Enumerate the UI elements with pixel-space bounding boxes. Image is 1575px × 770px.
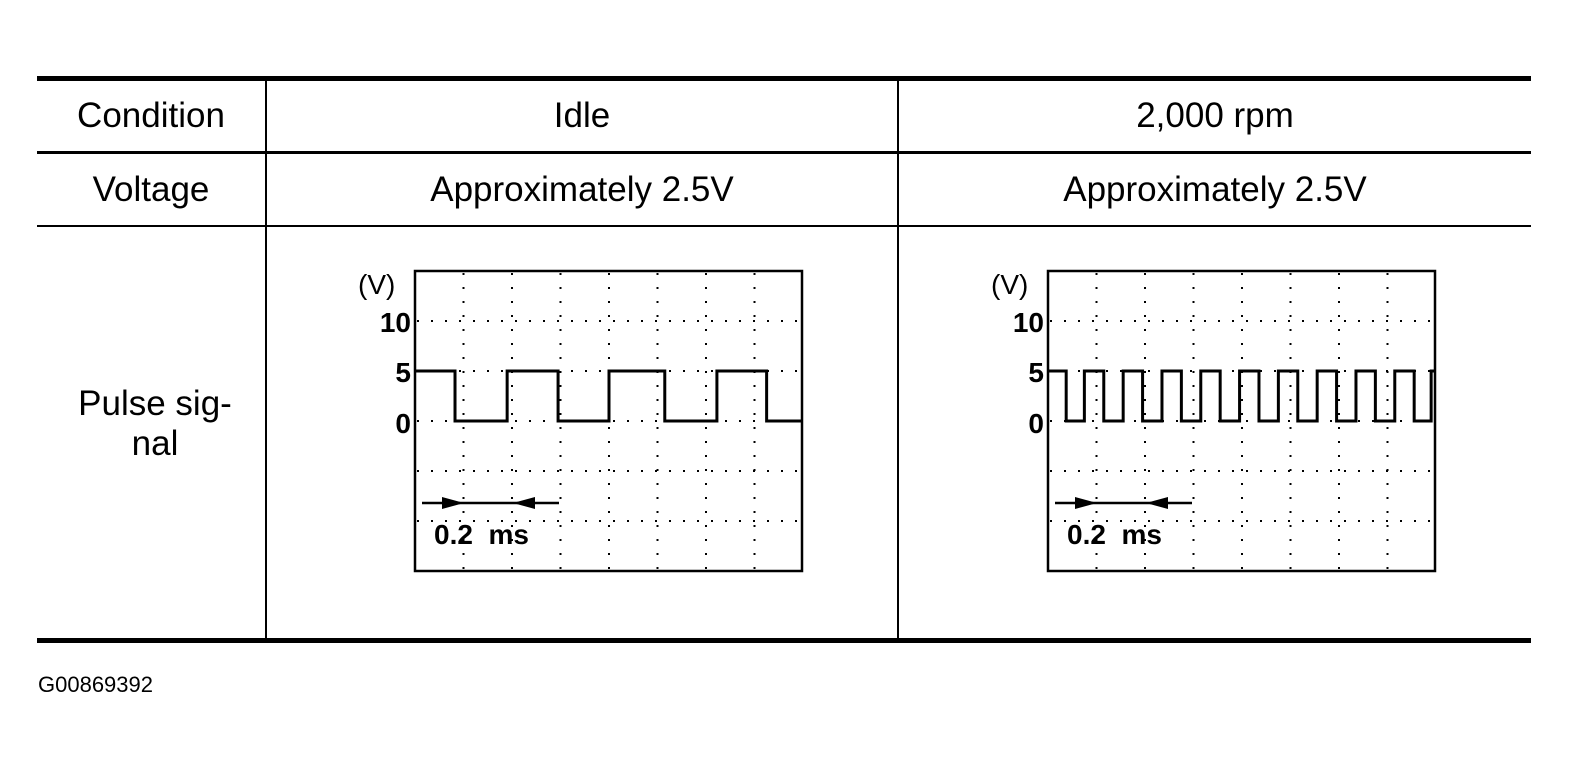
scope-frame [413, 269, 804, 573]
column-divider-1 [265, 80, 267, 640]
y-tick-label: 10 [380, 307, 411, 338]
header-idle: Idle [553, 96, 611, 135]
header-bottom-rule [37, 151, 1531, 154]
column-divider-2 [897, 80, 899, 640]
header-condition: Condition [77, 96, 225, 135]
pulse-waveform-trace [1048, 369, 1434, 423]
idle-pulse-waveform: (V) 10 5 0 0.2 ms [358, 269, 804, 573]
voltage-2000rpm-value: Approximately 2.5V [1063, 169, 1367, 209]
voltage-row-bottom-rule [37, 225, 1531, 227]
timebase-label: 0.2 ms [434, 519, 529, 550]
y-tick-label: 0 [395, 408, 411, 439]
timebase-arrow-right [442, 497, 464, 509]
y-tick-label: 5 [1028, 357, 1044, 388]
table-bottom-rule [37, 638, 1531, 643]
scope-screen-0: (V) 10 5 0 0.2 ms [358, 269, 804, 573]
scope-screen-1: (V) 10 5 0 0.2 ms [991, 269, 1437, 573]
pulse-waveform-trace [415, 369, 801, 423]
y-tick-label: 10 [1013, 307, 1044, 338]
y-unit-label: (V) [991, 269, 1028, 300]
timebase-arrow-left [1146, 497, 1168, 509]
y-tick-label: 0 [1028, 408, 1044, 439]
y-unit-label: (V) [358, 269, 395, 300]
pulse-signal-label-line1: Pulse sig- [78, 384, 232, 423]
timebase-arrow-left [513, 497, 535, 509]
timebase-label: 0.2 ms [1067, 519, 1162, 550]
y-tick-label: 5 [395, 357, 411, 388]
rpm-pulse-waveform: (V) 10 5 0 0.2 ms [991, 269, 1437, 573]
header-2000rpm: 2,000 rpm [1136, 96, 1294, 135]
scope-frame [1046, 269, 1437, 573]
timebase-arrow-right [1075, 497, 1097, 509]
table-top-rule [37, 76, 1531, 81]
figure-id: G00869392 [38, 672, 153, 697]
voltage-label: Voltage [92, 169, 210, 209]
pulse-signal-label: Pulse sig- nal [50, 384, 260, 464]
voltage-idle-value: Approximately 2.5V [430, 169, 734, 209]
pulse-signal-label-line2: nal [131, 424, 179, 463]
